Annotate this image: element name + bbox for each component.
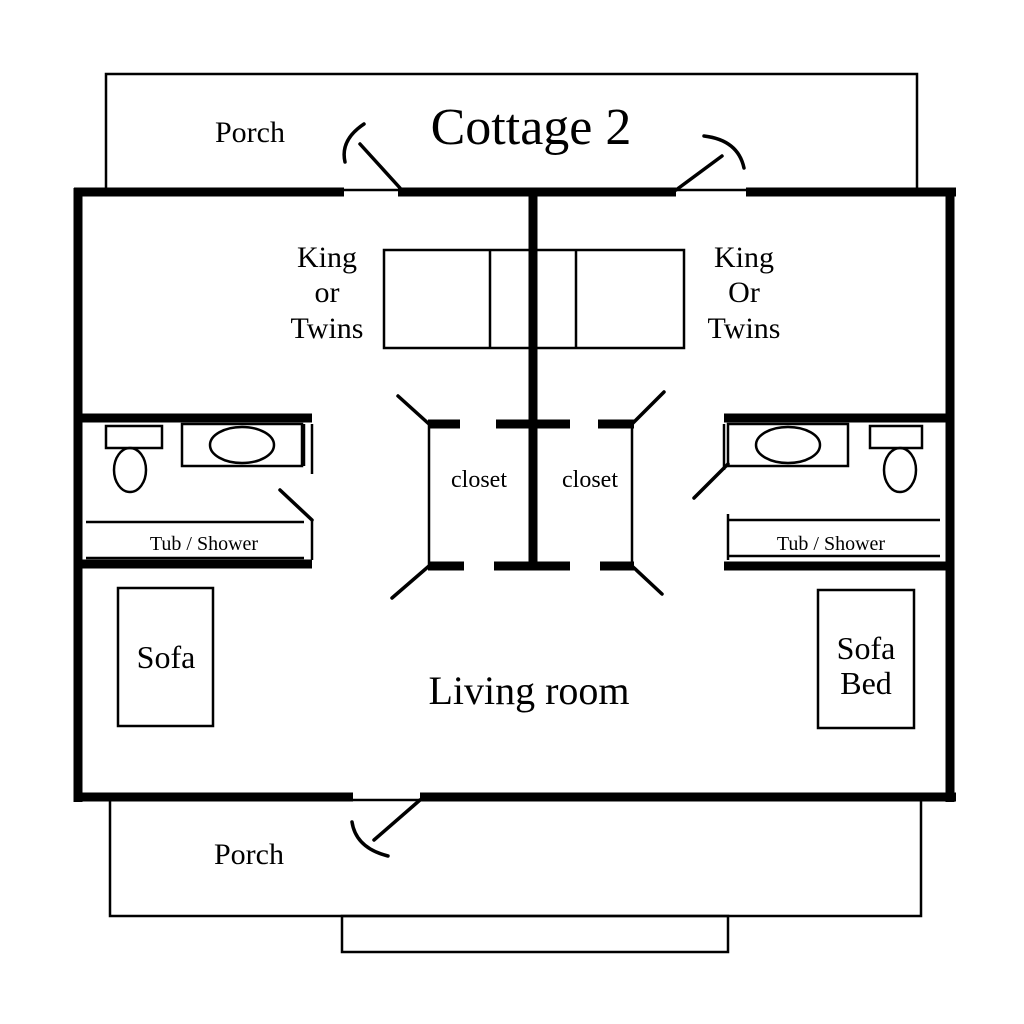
left-bathroom-walls: [78, 413, 314, 569]
left-toilet: [112, 446, 148, 494]
bed-label-left-line2: or: [315, 276, 340, 309]
page-title: Cottage 2: [431, 99, 632, 156]
closet-label-right: closet: [562, 467, 618, 493]
front-door[interactable]: [350, 798, 422, 858]
right-bathroom-walls: [722, 413, 950, 571]
porch-label-bottom: Porch: [214, 838, 284, 871]
top-left-door[interactable]: [342, 122, 402, 190]
left-bath-fixtures: [86, 422, 304, 560]
bed-label-left-line1: King: [297, 241, 357, 274]
bed-label-right-line2: Or: [728, 276, 760, 309]
sofa-bed: [816, 588, 916, 730]
closet-label-left: closet: [451, 467, 507, 493]
exterior-walls: [73, 187, 956, 802]
beds: [382, 248, 686, 350]
left-sink-counter: [180, 422, 304, 468]
tub-shower-label-right: Tub / Shower: [777, 533, 886, 555]
sofa-bed-label-line1: Sofa: [837, 630, 896, 666]
sofa: [116, 586, 215, 728]
right-bath-fixtures: [726, 422, 940, 558]
sofa-label: Sofa: [137, 639, 196, 675]
living-room-label: Living room: [428, 668, 629, 713]
porch-label-top: Porch: [215, 116, 285, 149]
right-sink-counter: [726, 422, 850, 468]
bed-label-right-line1: King: [714, 241, 774, 274]
right-bathroom-door[interactable]: [692, 462, 730, 500]
left-bathroom-door[interactable]: [278, 488, 314, 522]
bed-label-left-line3: Twins: [291, 312, 364, 345]
top-right-door[interactable]: [674, 134, 746, 192]
sofa-bed-label-line2: Bed: [840, 665, 892, 701]
front-step: [340, 914, 730, 954]
right-sink: [754, 425, 822, 465]
left-sink: [208, 425, 276, 465]
bed-label-right-line3: Twins: [708, 312, 781, 345]
right-toilet: [882, 446, 918, 494]
closet-walls: [390, 390, 666, 600]
tub-shower-label-left: Tub / Shower: [150, 533, 259, 555]
